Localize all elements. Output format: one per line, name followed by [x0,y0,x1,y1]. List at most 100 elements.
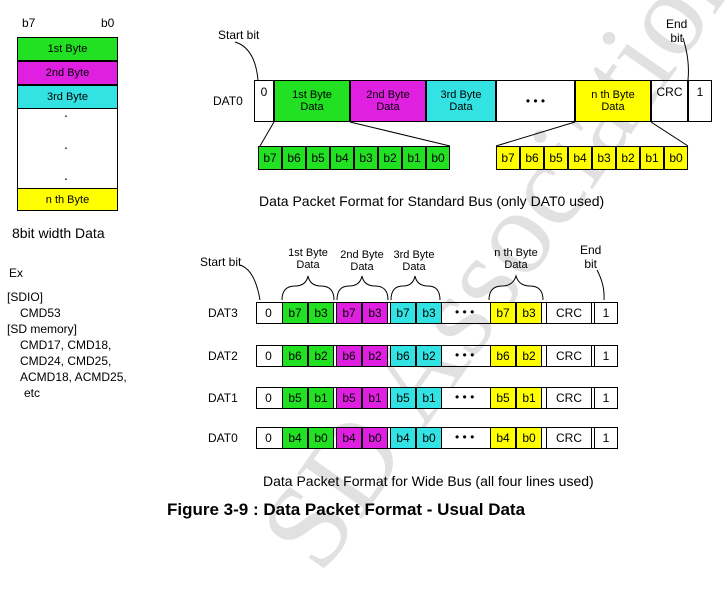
std-first-byte-bit-b0: b0 [426,146,450,170]
byte-stack-item-n: n th Byte [17,188,118,211]
wide-bit-cell: b4 [490,427,516,449]
std-byte-2: 2nd Byte Data [350,80,426,122]
std-nth-byte-bit-b7: b7 [496,146,520,170]
std-nth-byte-bit-b0: b0 [664,146,688,170]
sdmem-cmd-2: CMD24, CMD25, [20,354,112,368]
std-crc: CRC [651,80,688,122]
sdmem-cmd-3: ACMD18, ACMD25, [20,370,127,384]
wide-start-bit: 0 [256,387,280,409]
std-start-bit-label: Start bit [218,28,260,42]
wide-bit-cell: b4 [336,427,362,449]
wide-end-bit-label: End bit [580,243,602,271]
wide-line-label-dat3: DAT3 [208,306,238,320]
std-end-bit: 1 [688,80,712,122]
std-end-bit-label: End bit [666,17,688,45]
wide-bit-cell: b0 [416,427,442,449]
wide-bit-cell: b5 [390,387,416,409]
sdmem-cmd-1: CMD17, CMD18, [20,338,112,352]
wide-caption: Data Packet Format for Wide Bus (all fou… [263,473,594,489]
wide-bit-cell: b1 [516,387,542,409]
std-nth-byte-bit-b2: b2 [616,146,640,170]
wide-bit-cell: b6 [390,345,416,367]
figure-title: Figure 3-9 : Data Packet Format - Usual … [167,500,526,519]
wide-byte-label-n: n th Byte Data [494,247,538,271]
wide-bit-cell: b0 [516,427,542,449]
wide-byte-label-2: 2nd Byte Data [340,249,384,273]
wide-end-bit: 1 [594,302,618,324]
std-nth-byte-bit-b6: b6 [520,146,544,170]
wide-crc: CRC [546,345,592,367]
wide-bit-cell: b3 [516,302,542,324]
std-nth-byte-bit-b5: b5 [544,146,568,170]
stack-dot-1: . [64,104,68,120]
wide-bit-cell: b6 [490,345,516,367]
examples-title: Ex [9,266,24,280]
sdio-header: [SDIO] [7,290,44,304]
wide-bit-cell: b2 [362,345,388,367]
std-first-byte-bit-b1: b1 [402,146,426,170]
wide-end-bit: 1 [594,387,618,409]
byte-stack-caption: 8bit width Data [12,225,105,241]
wide-bit-cell: b1 [362,387,388,409]
wide-line-label-dat2: DAT2 [208,349,238,363]
lsb-label: b0 [101,16,115,30]
wide-line-label-dat0: DAT0 [208,431,238,445]
std-line-label: DAT0 [213,94,243,108]
std-first-byte-bit-b6: b6 [282,146,306,170]
wide-bit-cell: b6 [336,345,362,367]
wide-bit-cell: b5 [336,387,362,409]
std-nth-byte-bit-b3: b3 [592,146,616,170]
std-start-bit: 0 [254,80,274,122]
wide-start-bit: 0 [256,302,280,324]
wide-bit-cell: b1 [416,387,442,409]
wide-bit-cell: b0 [308,427,334,449]
wide-bit-cell: b6 [282,345,308,367]
wide-line-label-dat1: DAT1 [208,391,238,405]
std-dots: • • • [496,80,575,122]
std-byte-3: 3rd Byte Data [426,80,496,122]
std-first-byte-bit-b4: b4 [330,146,354,170]
sdio-cmd: CMD53 [20,306,61,320]
wide-byte-label-3: 3rd Byte Data [393,249,435,273]
wide-dots: • • • [455,430,475,444]
msb-label: b7 [22,16,36,30]
wide-dots: • • • [455,348,475,362]
byte-stack-item-1: 1st Byte [17,37,118,61]
wide-bit-cell: b2 [516,345,542,367]
std-first-byte-bit-b3: b3 [354,146,378,170]
stack-dot-3: . [64,167,68,183]
wide-dots: • • • [455,390,475,404]
std-first-byte-bit-b7: b7 [258,146,282,170]
sdmem-cmd-4: etc [24,386,41,400]
wide-start-bit-label: Start bit [200,255,242,269]
wide-bit-cell: b3 [308,302,334,324]
wide-bit-cell: b5 [282,387,308,409]
wide-bit-cell: b3 [416,302,442,324]
wide-bit-cell: b7 [390,302,416,324]
wide-bit-cell: b7 [282,302,308,324]
std-first-byte-bit-b2: b2 [378,146,402,170]
connector-lines [234,37,689,301]
wide-start-bit: 0 [256,427,280,449]
std-byte-n: n th Byte Data [575,80,651,122]
wide-bit-cell: b3 [362,302,388,324]
wide-bit-cell: b4 [390,427,416,449]
wide-bit-cell: b5 [490,387,516,409]
wide-end-bit: 1 [594,345,618,367]
wide-start-bit: 0 [256,345,280,367]
wide-bit-cell: b1 [308,387,334,409]
std-first-byte-bit-b5: b5 [306,146,330,170]
std-nth-byte-bit-b1: b1 [640,146,664,170]
byte-stack-item-3: 3rd Byte [17,85,118,109]
sdmem-header: [SD memory] [7,322,78,336]
byte-stack-item-2: 2nd Byte [17,61,118,85]
std-caption: Data Packet Format for Standard Bus (onl… [259,193,605,209]
wide-bit-cell: b4 [282,427,308,449]
wide-dots: • • • [455,305,475,319]
wide-bit-cell: b0 [362,427,388,449]
wide-end-bit: 1 [594,427,618,449]
wide-bit-cell: b2 [416,345,442,367]
wide-crc: CRC [546,302,592,324]
wide-bit-cell: b7 [336,302,362,324]
wide-bit-cell: b7 [490,302,516,324]
